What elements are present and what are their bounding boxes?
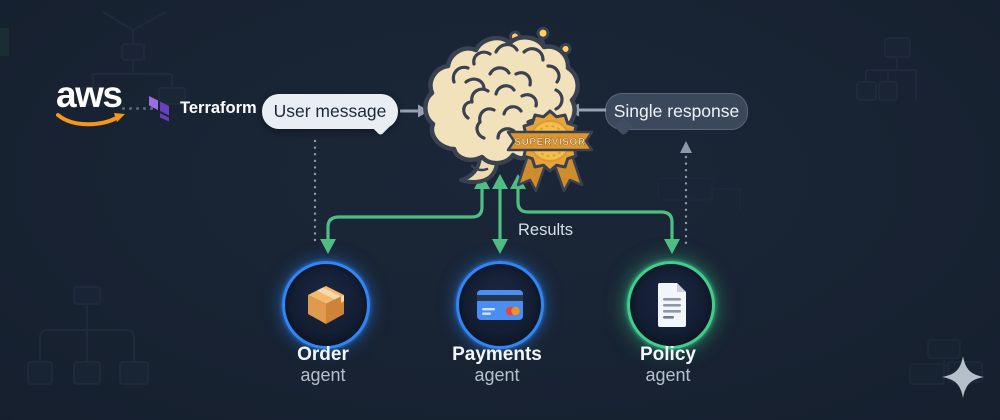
credit-card-icon (477, 290, 523, 320)
order-agent-circle (282, 261, 370, 349)
supervisor-badge-label: SUPERVISOR (514, 137, 586, 148)
sparkle-icon (942, 356, 984, 398)
payments-agent-circle (456, 261, 544, 349)
agent-role: agent (474, 365, 520, 385)
agent-name: Payments (452, 344, 542, 365)
agent-role: agent (300, 365, 346, 385)
user-message-bubble: User message (262, 94, 398, 129)
terraform-logo-text: Terraform (180, 98, 257, 117)
results-label: Results (518, 221, 574, 239)
logo-separator-dots (122, 107, 153, 110)
response-dotted-line (680, 141, 692, 248)
package-box-icon (308, 286, 344, 324)
supervisor-brain: SUPERVISOR (423, 26, 594, 193)
terraform-logo: Terraform (148, 93, 258, 123)
supervisor-badge: SUPERVISOR (506, 109, 594, 193)
agent-role: agent (645, 365, 691, 385)
user-message-label: User message (273, 101, 387, 121)
policy-agent-circle (627, 261, 715, 349)
aws-logo: aws (56, 74, 134, 136)
agent-connectors (326, 188, 674, 240)
edge-accent (0, 28, 9, 56)
payments-agent-label: Payments agent (427, 344, 567, 386)
policy-document-icon (658, 283, 686, 327)
aws-smile-icon (56, 113, 125, 127)
single-response-bubble: Single response (605, 93, 748, 130)
aws-logo-text: aws (56, 74, 123, 115)
policy-agent-label: Policy agent (598, 344, 738, 386)
agent-name: Policy (640, 344, 696, 365)
order-agent-label: Order agent (253, 344, 393, 386)
org-chart-icon (27, 11, 983, 385)
agent-name: Order (297, 344, 349, 365)
single-response-label: Single response (613, 101, 740, 121)
terraform-icon (149, 96, 169, 122)
